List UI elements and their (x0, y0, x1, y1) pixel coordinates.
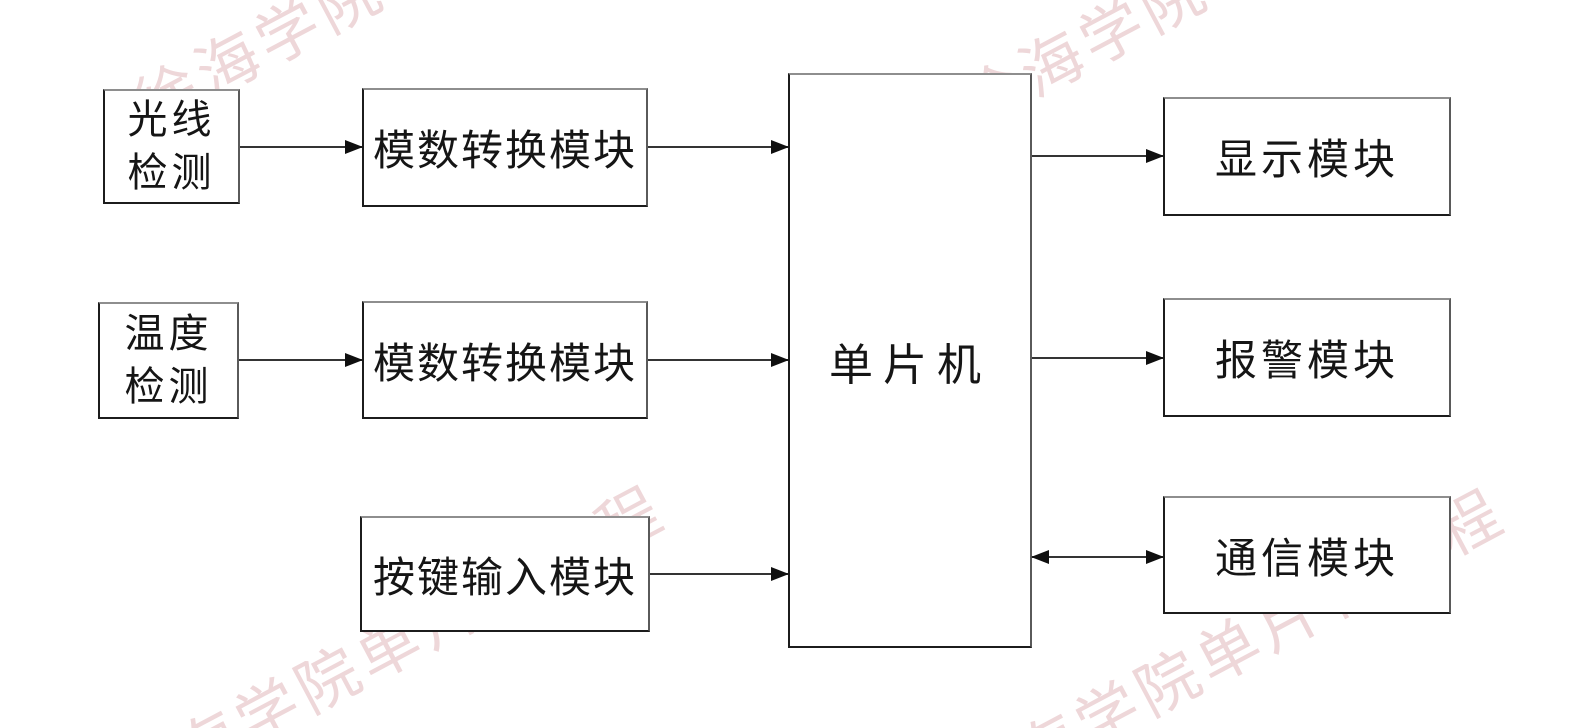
node-communication-module: 通信模块 (1163, 496, 1451, 614)
node-label: 模数转换模块 (372, 341, 637, 388)
node-label: 检测 (124, 363, 213, 409)
arrowhead-right-icon (1146, 351, 1164, 365)
node-label: 温度 (124, 310, 213, 356)
arrowhead-right-icon (345, 353, 363, 367)
node-mcu: 单片机 (788, 73, 1032, 648)
arrow-adc-top-to-mcu (648, 140, 789, 154)
node-adc-module-middle: 模数转换模块 (362, 301, 648, 419)
node-display-module: 显示模块 (1163, 97, 1451, 216)
node-label: 单片机 (829, 340, 991, 390)
arrow-adc-mid-to-mcu (648, 353, 789, 367)
node-label: 按键输入模块 (372, 555, 637, 602)
arrow-mcu-comm-bidirectional (1031, 550, 1164, 564)
node-label: 显示模块 (1214, 138, 1399, 184)
arrowhead-right-icon (771, 140, 789, 154)
node-light-detection: 光线 检测 (103, 89, 240, 204)
arrow-mcu-to-alarm (1032, 351, 1164, 365)
arrowhead-right-icon (345, 140, 363, 154)
node-label: 模数转换模块 (372, 129, 637, 175)
node-label: 光线 (127, 96, 216, 142)
node-key-input-module: 按键输入模块 (360, 516, 650, 632)
node-alarm-module: 报警模块 (1163, 298, 1451, 417)
node-adc-module-top: 模数转换模块 (362, 88, 648, 207)
node-label: 报警模块 (1214, 339, 1399, 385)
arrowhead-right-icon (1146, 149, 1164, 163)
node-label: 通信模块 (1214, 536, 1399, 583)
arrow-mcu-to-display (1032, 149, 1164, 163)
arrowhead-right-icon (771, 567, 789, 581)
node-label: 检测 (127, 149, 216, 195)
arrowhead-left-icon (1031, 550, 1049, 564)
arrow-temp-to-adc (239, 353, 363, 367)
arrowhead-right-icon (1146, 550, 1164, 564)
arrowhead-right-icon (771, 353, 789, 367)
arrow-light-to-adc (240, 140, 363, 154)
node-temperature-detection: 温度 检测 (98, 302, 239, 419)
arrow-key-to-mcu (650, 567, 789, 581)
